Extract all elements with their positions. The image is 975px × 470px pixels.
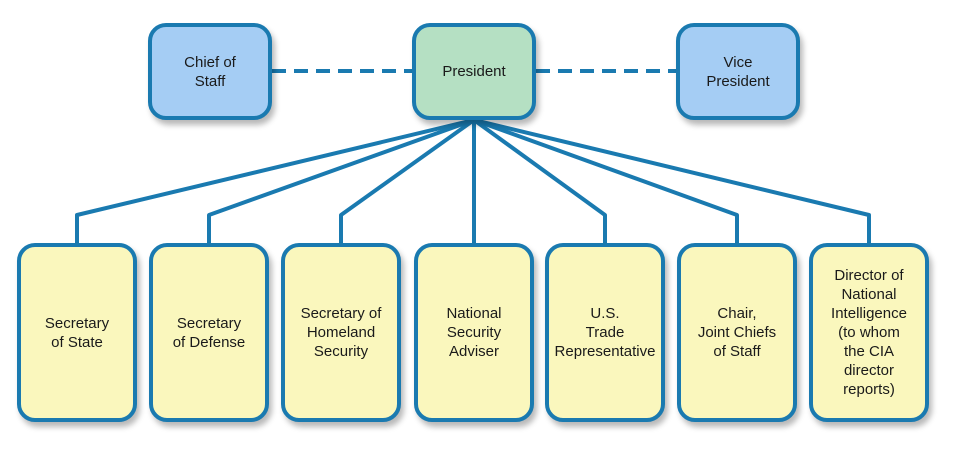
president-box: President [412,23,536,120]
secretary-homeland-security-box: Secretary of Homeland Security [281,243,401,422]
secretary-of-defense-box: Secretary of Defense [149,243,269,422]
joint-chiefs-chair-box: Chair, Joint Chiefs of Staff [677,243,797,422]
link-trade-representative [472,118,607,243]
national-security-adviser-box: National Security Adviser [414,243,534,422]
link-secretary-homeland-security [339,118,476,243]
trade-representative-box: U.S. Trade Representative [545,243,665,422]
director-national-intelligence-box: Director of National Intelligence (to wh… [809,243,929,422]
chief-of-staff-box: Chief of Staff [148,23,272,120]
link-secretary-of-state [75,118,475,243]
vice-president-box: Vice President [676,23,800,120]
link-director-national-intelligence [473,118,871,243]
link-secretary-of-defense [207,118,475,243]
link-joint-chiefs-chair [473,118,739,243]
secretary-of-state-box: Secretary of State [17,243,137,422]
